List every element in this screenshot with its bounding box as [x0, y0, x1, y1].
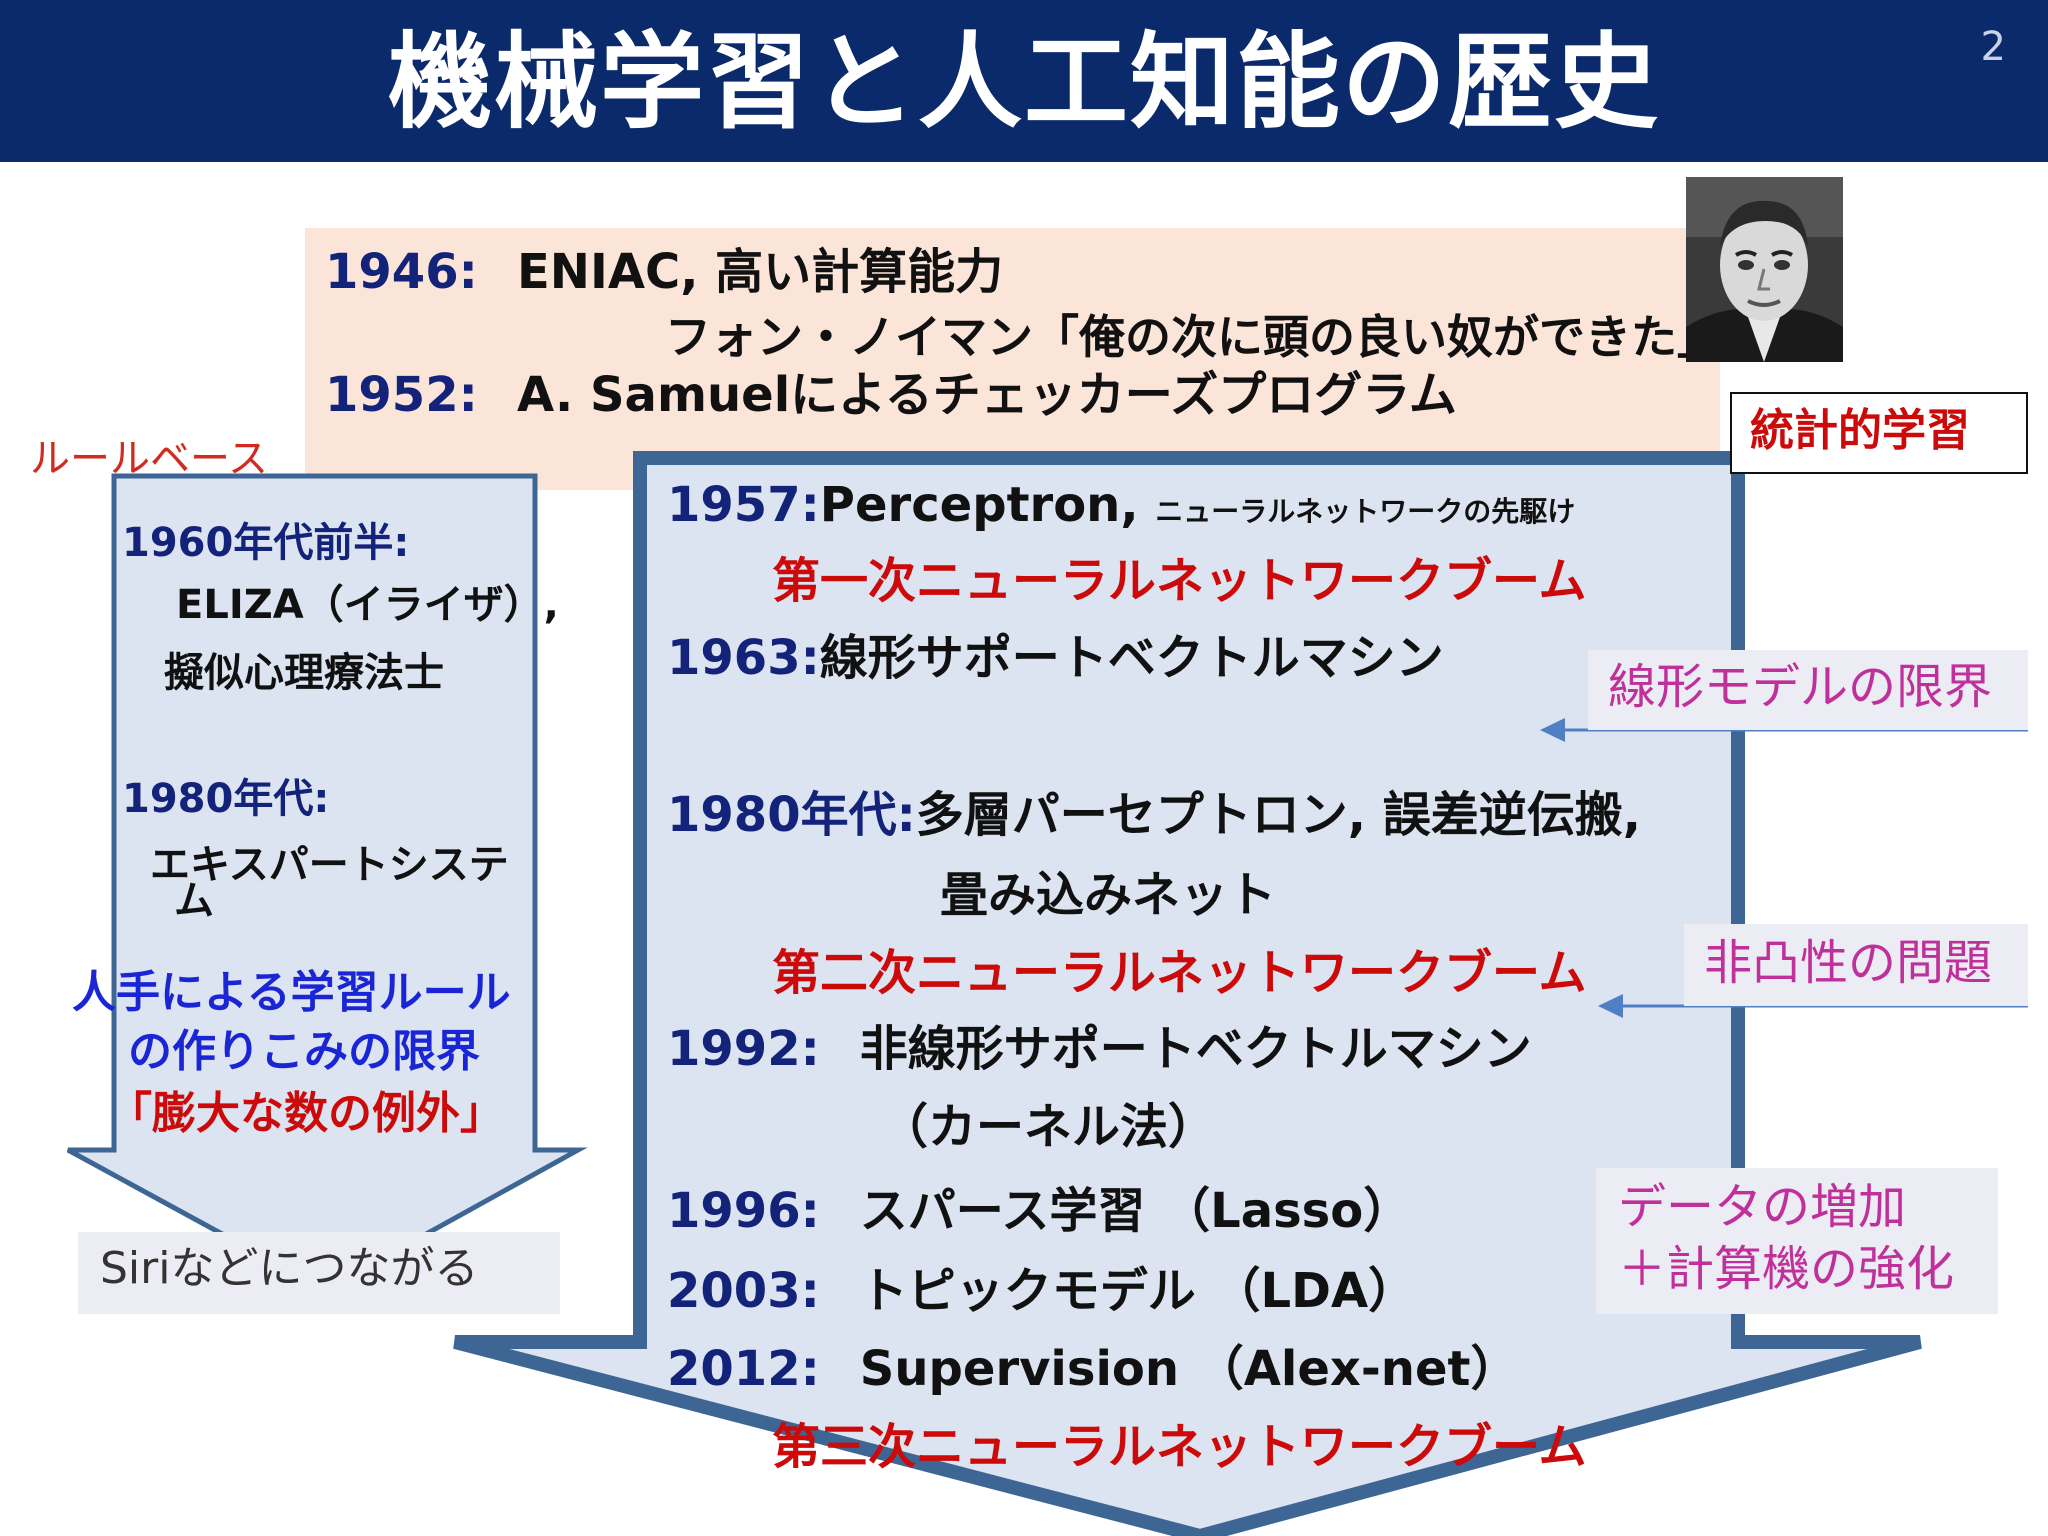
limit-line-3: 「膨大な数の例外」	[108, 1088, 504, 1139]
note-data-a: データの増加	[1618, 1179, 1907, 1235]
row-2003: 2003: トピックモデル （LDA）	[667, 1262, 1416, 1320]
page-number: 2	[1980, 24, 2006, 70]
year-1946: 1946:	[325, 244, 478, 300]
first-boom: 第一次ニューラルネットワークブーム	[772, 553, 1587, 609]
note-nonconvex-box	[1684, 924, 2028, 1006]
year-1957: 1957:	[667, 477, 820, 533]
row-1980s: 1980年代:多層パーセプトロン, 誤差逆伝搬,	[667, 786, 1641, 844]
eniac-text: ENIAC, 高い計算能力	[517, 244, 1004, 300]
linear-svm-text: 線形サポートベクトルマシン	[819, 630, 1444, 686]
alexnet-text: Supervision （Alex-net）	[859, 1341, 1519, 1397]
row-1996: 1996: スパース学習 （Lasso）	[667, 1182, 1411, 1240]
expert-system-text-a: エキスパートシステ	[150, 842, 509, 888]
mlp-text: 多層パーセプトロン, 誤差逆伝搬,	[915, 787, 1641, 843]
note-nonconvex: 非凸性の問題	[1704, 935, 1993, 991]
slide-title: 機械学習と人工知能の歴史	[387, 21, 1660, 143]
title-bar: 機械学習と人工知能の歴史 2	[0, 0, 2048, 162]
second-boom: 第二次ニューラルネットワークブーム	[772, 945, 1587, 1001]
limit-line-1: 人手による学習ルール	[72, 967, 511, 1018]
year-1980s: 1980年代:	[667, 787, 916, 843]
note-data-b: ＋計算機の強化	[1618, 1241, 1955, 1297]
siri-box	[78, 1232, 560, 1314]
kernel-text: （カーネル法）	[880, 1099, 1217, 1155]
limit-line-2: の作りこみの限界	[128, 1026, 480, 1077]
year-1996: 1996:	[667, 1183, 820, 1239]
note-linear-limit-box	[1588, 650, 2028, 730]
row-1992: 1992: 非線形サポートベクトルマシン	[667, 1020, 1532, 1078]
year-1992: 1992:	[667, 1021, 820, 1077]
year-1952: 1952:	[325, 367, 478, 423]
pseudo-therapist-text: 擬似心理療法士	[164, 650, 444, 696]
siri-text: Siriなどにつながる	[100, 1243, 479, 1294]
eliza-text: ELIZA（イライザ）,	[176, 582, 559, 628]
rule-year-1960s: 1960年代前半:	[122, 520, 410, 566]
note-data-box	[1596, 1168, 1998, 1314]
samuel-text: A. Samuelによるチェッカーズプログラム	[517, 367, 1457, 423]
year-1963: 1963:	[667, 630, 820, 686]
rule-based-arrow	[66, 473, 588, 1293]
year-2012: 2012:	[667, 1341, 820, 1397]
row-2012: 2012: Supervision （Alex-net）	[667, 1340, 1518, 1398]
note-linear-limit: 線形モデルの限界	[1608, 659, 1993, 715]
row-1963: 1963:線形サポートベクトルマシン	[667, 629, 1444, 687]
convnet-text: 畳み込みネット	[940, 867, 1277, 923]
year-2003: 2003:	[667, 1263, 820, 1319]
von-neumann-portrait-icon	[1686, 177, 1843, 362]
nonlinear-svm-text: 非線形サポートベクトルマシン	[859, 1021, 1532, 1077]
row-1957: 1957:Perceptron, ニューラルネットワークの先駆け	[667, 476, 1575, 534]
perceptron-note: ニューラルネットワークの先駆け	[1155, 495, 1576, 528]
rule-based-label: ルールベース	[30, 436, 268, 482]
lda-text: トピックモデル （LDA）	[859, 1263, 1417, 1319]
expert-system-text-b: ム	[174, 878, 214, 924]
statistical-learning-label: 統計的学習	[1750, 405, 1970, 456]
von-neumann-quote: フォン・ノイマン「俺の次に頭の良い奴ができた」	[665, 310, 1723, 364]
lasso-text: スパース学習 （Lasso）	[859, 1183, 1412, 1239]
rule-year-1980s: 1980年代:	[122, 776, 330, 822]
perceptron-text: Perceptron,	[819, 477, 1156, 533]
third-boom: 第三次ニューラルネットワークブーム	[772, 1419, 1587, 1475]
early-history-box	[305, 228, 1720, 490]
statistical-learning-label-box	[1730, 392, 2028, 474]
